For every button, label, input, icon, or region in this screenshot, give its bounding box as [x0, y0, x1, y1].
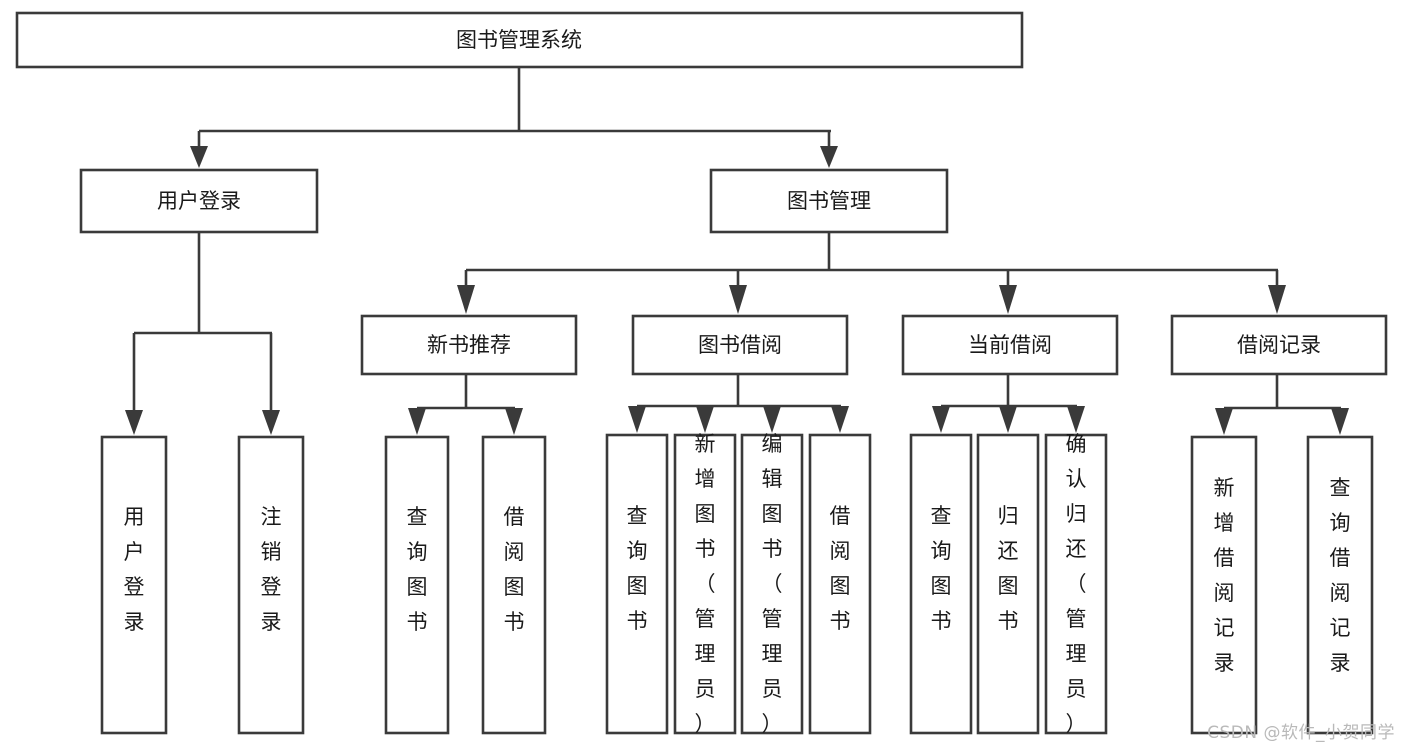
arrowhead-br-add-record	[1215, 408, 1233, 435]
leaf-nb-borrow-book[interactable]: 借阅图书	[481, 435, 547, 735]
leaf-cb-confirm-return-box[interactable]	[1044, 433, 1108, 735]
leaf-nb-query-book-box[interactable]	[384, 435, 450, 735]
leaf-bb-query-book-box[interactable]	[605, 433, 669, 735]
leaf-cb-return-book-label: 归还图书	[998, 504, 1019, 633]
node-user-login-label: 用户登录	[157, 189, 241, 213]
node-new-book-recommend-box[interactable]	[360, 314, 578, 376]
arrowhead-bb-add-book	[696, 406, 714, 433]
leaf-cb-query-book-box[interactable]	[909, 433, 973, 735]
leaf-bb-borrow-book[interactable]: 借阅图书	[808, 433, 872, 735]
node-borrow-record-box[interactable]	[1170, 314, 1388, 376]
arrowhead-book-borrow	[729, 285, 747, 314]
leaf-user-login[interactable]: 用户登录	[100, 435, 168, 735]
leaf-bb-add-book[interactable]: 新增图书（管理员）	[673, 432, 737, 736]
node-current-borrow[interactable]: 当前借阅	[901, 314, 1119, 376]
leaf-bb-edit-book-box[interactable]	[740, 433, 804, 735]
leaf-bb-edit-book[interactable]: 编辑图书（管理员）	[740, 432, 804, 736]
node-book-borrow[interactable]: 图书借阅	[631, 314, 849, 376]
node-book-borrow-label: 图书借阅	[698, 333, 782, 357]
node-book-borrow-box[interactable]	[631, 314, 849, 376]
leaf-logout[interactable]: 注销登录	[237, 435, 305, 735]
leaf-user-login-box[interactable]	[100, 435, 168, 735]
arrowhead-cb-return-book	[999, 406, 1017, 433]
leaf-br-query-record[interactable]: 查询借阅记录	[1306, 435, 1374, 735]
node-root-label: 图书管理系统	[456, 28, 582, 52]
arrowhead-userlogin	[190, 146, 208, 168]
arrowhead-nb-borrow-book	[505, 408, 523, 435]
leaf-nb-query-book-label: 查询图书	[407, 505, 428, 634]
leaf-nb-query-book[interactable]: 查询图书	[384, 435, 450, 735]
leaf-cb-query-book[interactable]: 查询图书	[909, 433, 973, 735]
arrowhead-bb-edit-book	[763, 406, 781, 433]
node-book-management-label: 图书管理	[787, 189, 871, 213]
node-new-book-recommend-label: 新书推荐	[427, 333, 511, 357]
leaf-logout-box[interactable]	[237, 435, 305, 735]
leaf-cb-return-book[interactable]: 归还图书	[976, 433, 1040, 735]
leaf-bb-query-book-label: 查询图书	[627, 504, 648, 633]
leaf-cb-confirm-return-label: 确认归还（管理员）	[1066, 432, 1087, 736]
leaf-cb-return-book-box[interactable]	[976, 433, 1040, 735]
leaf-user-login-label: 用户登录	[124, 505, 145, 634]
arrowhead-current-borrow	[999, 285, 1017, 314]
leaf-bb-add-book-box[interactable]	[673, 433, 737, 735]
leaf-br-query-record-label: 查询借阅记录	[1330, 476, 1351, 675]
leaf-cb-confirm-return[interactable]: 确认归还（管理员）	[1044, 432, 1108, 736]
leaf-bb-query-book[interactable]: 查询图书	[605, 433, 669, 735]
connector-layer	[125, 67, 1349, 435]
node-book-management[interactable]: 图书管理	[709, 168, 949, 234]
arrowhead-nb-query-book	[408, 408, 426, 435]
arrowhead-cb-confirm-return	[1067, 406, 1085, 433]
node-root-box[interactable]	[15, 11, 1024, 69]
node-user-login[interactable]: 用户登录	[79, 168, 319, 234]
arrowhead-cb-query-book	[932, 406, 950, 433]
node-current-borrow-label: 当前借阅	[968, 333, 1052, 357]
arrowhead-bb-query-book	[628, 406, 646, 433]
leaf-nb-borrow-book-label: 借阅图书	[504, 505, 525, 634]
leaf-cb-query-book-label: 查询图书	[931, 504, 952, 633]
leaf-br-query-record-box[interactable]	[1306, 435, 1374, 735]
arrowhead-new-book	[457, 285, 475, 314]
node-user-login-box[interactable]	[79, 168, 319, 234]
leaf-nb-borrow-book-box[interactable]	[481, 435, 547, 735]
leaf-bb-add-book-label: 新增图书（管理员）	[695, 432, 716, 736]
arrowhead-borrow-record	[1268, 285, 1286, 314]
node-borrow-record[interactable]: 借阅记录	[1170, 314, 1388, 376]
leaf-bb-borrow-book-label: 借阅图书	[830, 504, 851, 633]
arrowhead-leaf-logout	[262, 410, 280, 435]
arrowhead-bb-borrow-book	[831, 406, 849, 433]
node-borrow-record-label: 借阅记录	[1237, 333, 1321, 357]
arrowhead-leaf-user-login	[125, 410, 143, 435]
leaf-bb-borrow-book-box[interactable]	[808, 433, 872, 735]
node-book-management-box[interactable]	[709, 168, 949, 234]
leaf-br-add-record[interactable]: 新增借阅记录	[1190, 435, 1258, 735]
leaf-br-add-record-box[interactable]	[1190, 435, 1258, 735]
leaf-br-add-record-label: 新增借阅记录	[1214, 476, 1235, 675]
leaf-logout-label: 注销登录	[261, 505, 282, 634]
node-current-borrow-box[interactable]	[901, 314, 1119, 376]
arrowhead-br-query-record	[1331, 408, 1349, 435]
arrowhead-bookmgmt	[820, 146, 838, 168]
leaf-bb-edit-book-label: 编辑图书（管理员）	[762, 432, 783, 736]
node-root[interactable]: 图书管理系统	[15, 11, 1024, 69]
node-new-book-recommend[interactable]: 新书推荐	[360, 314, 578, 376]
csdn-watermark: CSDN @软件_小贺同学	[1207, 723, 1395, 743]
